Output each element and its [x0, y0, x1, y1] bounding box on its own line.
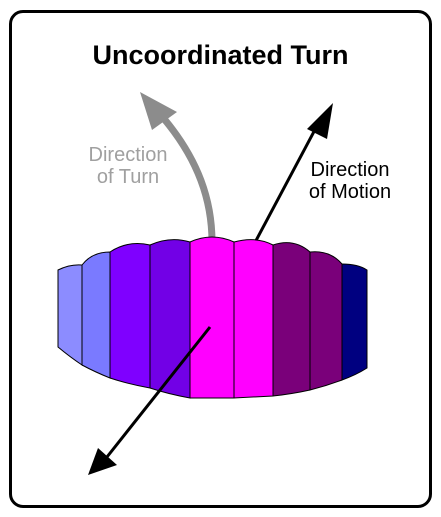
canopy-cell-4	[149, 239, 191, 399]
canopy-cell-2	[81, 251, 111, 379]
direction-of-turn-line-2: of Turn	[96, 166, 160, 188]
direction-of-motion-line-2: of Motion	[308, 181, 392, 203]
canopy-cell-5	[189, 236, 235, 399]
turn-arrow-shaft	[162, 117, 216, 243]
paraglider-canopy	[57, 236, 368, 399]
motion-arrow-shaft-front	[101, 326, 212, 463]
canopy-cell-7	[272, 242, 311, 397]
canopy-cell-8	[309, 251, 343, 391]
diagram-title: Uncoordinated Turn	[92, 40, 349, 70]
canopy-cell-3	[109, 243, 151, 389]
direction-of-turn-label: Direction of Turn	[68, 144, 188, 188]
direction-of-motion-line-1: Direction	[310, 159, 390, 181]
canopy-cell-9	[341, 263, 368, 381]
turn-arrow-head	[140, 92, 177, 130]
motion-arrow-tail	[88, 448, 117, 475]
canopy-cell-6	[233, 239, 274, 399]
motion-arrow-head	[307, 103, 333, 139]
canopy-cell-1	[57, 264, 83, 366]
direction-of-motion-label: Direction of Motion	[290, 159, 410, 203]
direction-of-turn-line-1: Direction	[88, 144, 168, 166]
